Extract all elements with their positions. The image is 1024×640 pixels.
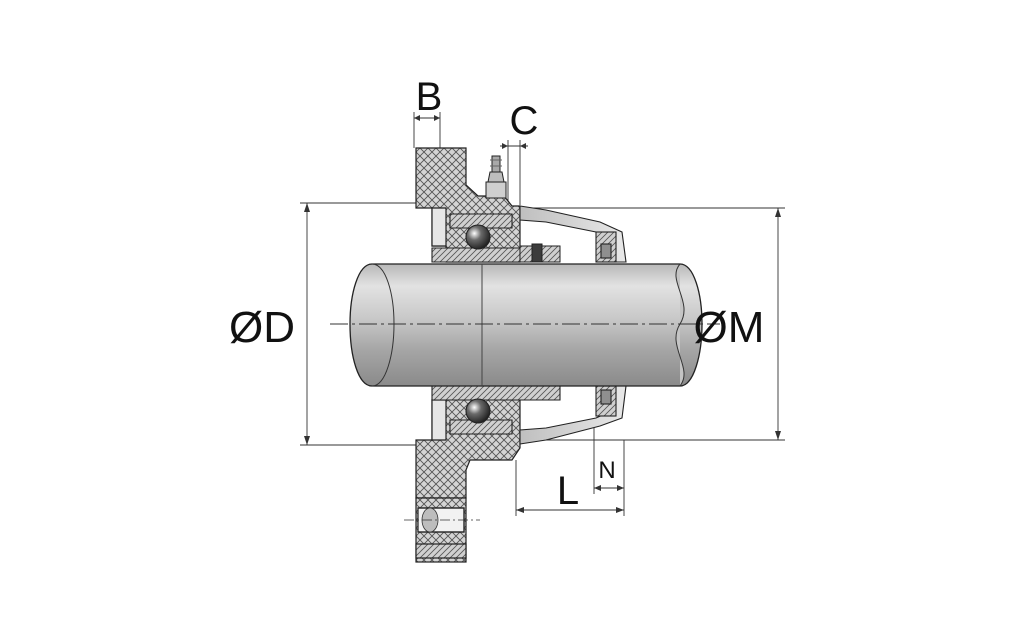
housing-upper — [415, 147, 521, 263]
bearing-lower — [431, 385, 561, 435]
label-c: C — [510, 99, 539, 143]
set-screw — [519, 243, 561, 263]
label-n: N — [598, 457, 615, 484]
grease-nipple — [485, 155, 507, 199]
label-l: L — [557, 469, 579, 513]
label-m: ØM — [694, 303, 765, 352]
end-cap-upper — [519, 205, 627, 263]
label-d: ØD — [229, 303, 295, 352]
housing-lower — [415, 385, 521, 499]
shaft — [349, 263, 703, 387]
bearing-upper — [431, 213, 521, 263]
dimension-arrows — [304, 115, 781, 513]
flange-foot — [415, 497, 467, 563]
label-b: B — [416, 75, 443, 119]
